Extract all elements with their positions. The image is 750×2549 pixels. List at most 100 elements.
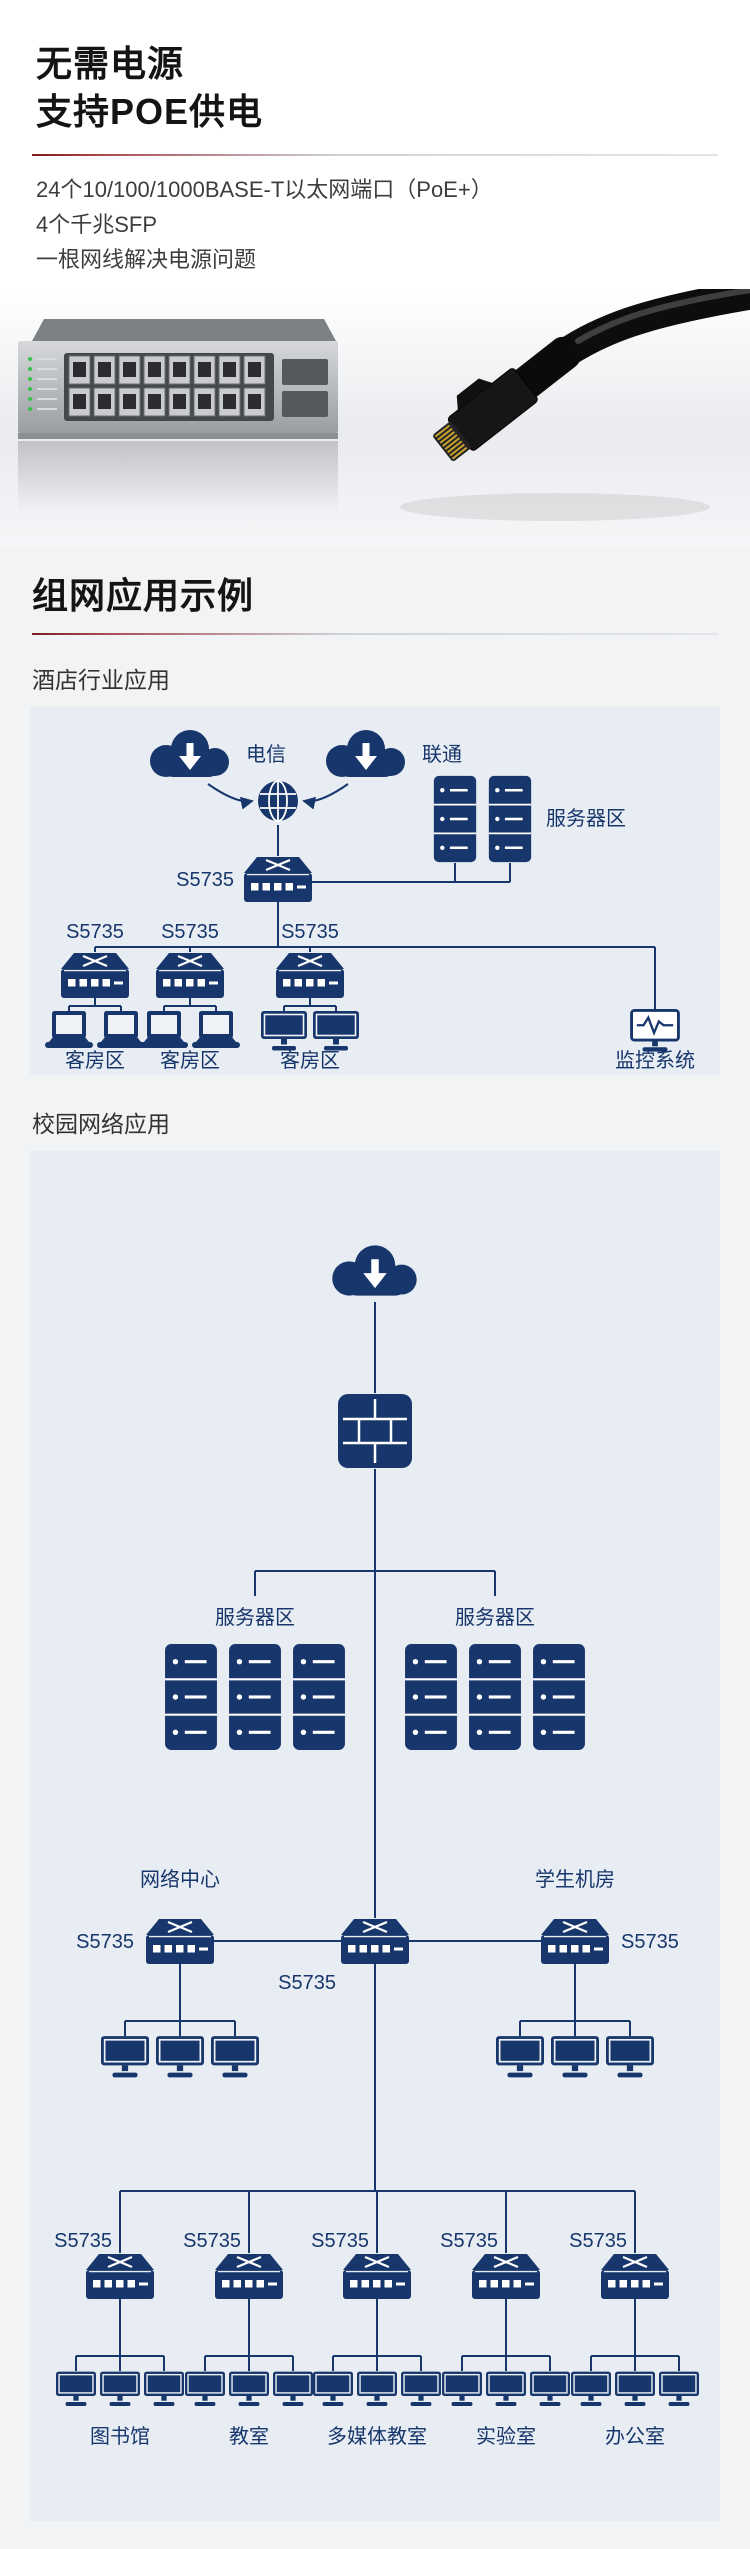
switch-icon: [61, 952, 129, 999]
monitor-icon: [442, 2371, 482, 2408]
hero-section: 无需电源 支持POE供电 24个10/100/1000BASE-T以太网端口（P…: [0, 0, 750, 550]
core-center-label: S5735: [278, 1972, 336, 1994]
access-switch-label: S5735: [161, 921, 219, 943]
server-icon: [488, 775, 532, 864]
page-title: 无需电源 支持POE供电: [36, 40, 714, 136]
access-switch-label: S5735: [311, 2230, 369, 2252]
monitor-icon: [273, 2371, 313, 2408]
switch-icon: [156, 952, 224, 999]
monitor-icon: [185, 2371, 225, 2408]
isp-right-label: 联通: [422, 743, 462, 766]
server-icon: [292, 1643, 346, 1752]
access-switch-label: S5735: [440, 2230, 498, 2252]
group-label: 办公室: [605, 2425, 665, 2448]
group-label: 客房区: [65, 1049, 125, 1072]
monitor-icon: [615, 2371, 655, 2408]
monitor-icon: [211, 2036, 259, 2079]
student-room-label: 学生机房: [535, 1868, 615, 1891]
group-label: 教室: [229, 2425, 269, 2448]
core-switch-icon: [341, 1918, 409, 1965]
group-label: 客房区: [160, 1049, 220, 1072]
feature-list: 24个10/100/1000BASE-T以太网端口（PoE+） 4个千兆SFP …: [36, 172, 714, 277]
laptop-icon: [192, 1011, 240, 1049]
group-label: 实验室: [476, 2425, 536, 2448]
examples-section: 组网应用示例 酒店行业应用: [0, 549, 750, 2549]
server-icon: [228, 1643, 282, 1752]
isp-left-label: 电信: [246, 743, 286, 766]
server-icon: [532, 1643, 586, 1752]
access-switch-label: S5735: [281, 921, 339, 943]
server-icon: [468, 1643, 522, 1752]
network-center-label: 网络中心: [140, 1868, 220, 1891]
monitor-icon: [100, 2371, 140, 2408]
hero-divider: [32, 154, 718, 157]
monitor-icon: [530, 2371, 570, 2408]
access-switch-label: S5735: [66, 921, 124, 943]
laptop-icon: [45, 1011, 93, 1049]
product-photo: [0, 289, 750, 550]
campus-network-diagram: 服务器区 服务器区 网络中心 学生机房 S5735 S5735 S5735 S5…: [30, 1151, 720, 2522]
monitor-icon: [313, 2371, 353, 2408]
product-photo-svg: [0, 289, 750, 550]
laptop-icon: [97, 1011, 145, 1049]
access-switch-label: S5735: [183, 2230, 241, 2252]
ethernet-cable-image: [400, 289, 750, 522]
monitor-icon: [357, 2371, 397, 2408]
core-left-label: S5735: [76, 1931, 134, 1953]
campus-heading: 校园网络应用: [32, 1111, 170, 1138]
campus-diagram-svg: 服务器区 服务器区 网络中心 学生机房 S5735 S5735 S5735 S5…: [54, 1245, 699, 2448]
cloud-icon: [326, 730, 405, 778]
feature-item: 一根网线解决电源问题: [36, 247, 257, 273]
globe-icon: [257, 780, 299, 823]
switch-icon: [86, 2253, 154, 2300]
monitor-icon: [551, 2036, 599, 2079]
page-title-line1: 无需电源: [36, 43, 185, 84]
server-icon: [404, 1643, 458, 1752]
hotel-diagram-svg: 电信 联通 S5735 服务器区 S5735 S5735 S5735 客房区 客: [45, 730, 695, 1072]
access-switch-label: S5735: [569, 2230, 627, 2252]
feature-item: 4个千兆SFP: [36, 212, 158, 238]
monitor-icon: [144, 2371, 184, 2408]
switch-product-image: [18, 319, 338, 514]
cloud-icon: [150, 730, 229, 778]
laptop-icon: [140, 1011, 188, 1049]
core-switch-icon: [244, 856, 312, 903]
server-area-right-label: 服务器区: [455, 1606, 535, 1629]
monitor-icon: [659, 2371, 699, 2408]
monitor-icon: [101, 2036, 149, 2079]
hotel-heading: 酒店行业应用: [32, 667, 170, 694]
monitor-wave-icon: [630, 1009, 680, 1054]
switch-icon: [601, 2253, 669, 2300]
section-divider: [32, 633, 718, 636]
server-area-label: 服务器区: [546, 807, 626, 830]
page-title-line2: 支持POE供电: [36, 91, 264, 133]
switch-icon: [472, 2253, 540, 2300]
monitor-icon: [56, 2371, 96, 2408]
monitor-icon: [401, 2371, 441, 2408]
core-right-label: S5735: [621, 1931, 679, 1953]
group-label: 图书馆: [90, 2425, 150, 2448]
monitor-icon: [496, 2036, 544, 2079]
switch-icon: [541, 1918, 609, 1965]
cloud-icon: [332, 1245, 417, 1297]
core-switch-label: S5735: [176, 869, 234, 891]
monitor-icon: [313, 1011, 359, 1052]
monitor-icon: [486, 2371, 526, 2408]
switch-icon: [215, 2253, 283, 2300]
monitor-icon: [571, 2371, 611, 2408]
connector-lines: [75, 1302, 680, 2372]
group-label: 客房区: [280, 1049, 340, 1072]
switch-icon: [146, 1918, 214, 1965]
switch-icon: [276, 952, 344, 999]
firewall-icon: [337, 1393, 413, 1470]
access-switch-label: S5735: [54, 2230, 112, 2252]
section-title: 组网应用示例: [32, 575, 255, 617]
monitor-icon: [229, 2371, 269, 2408]
connector-lines: [68, 783, 656, 1012]
feature-item: 24个10/100/1000BASE-T以太网端口（PoE+）: [36, 177, 493, 203]
monitor-icon: [261, 1011, 307, 1052]
monitor-icon: [606, 2036, 654, 2079]
switch-icon: [343, 2253, 411, 2300]
monitor-icon: [156, 2036, 204, 2079]
group-label: 多媒体教室: [327, 2425, 427, 2448]
